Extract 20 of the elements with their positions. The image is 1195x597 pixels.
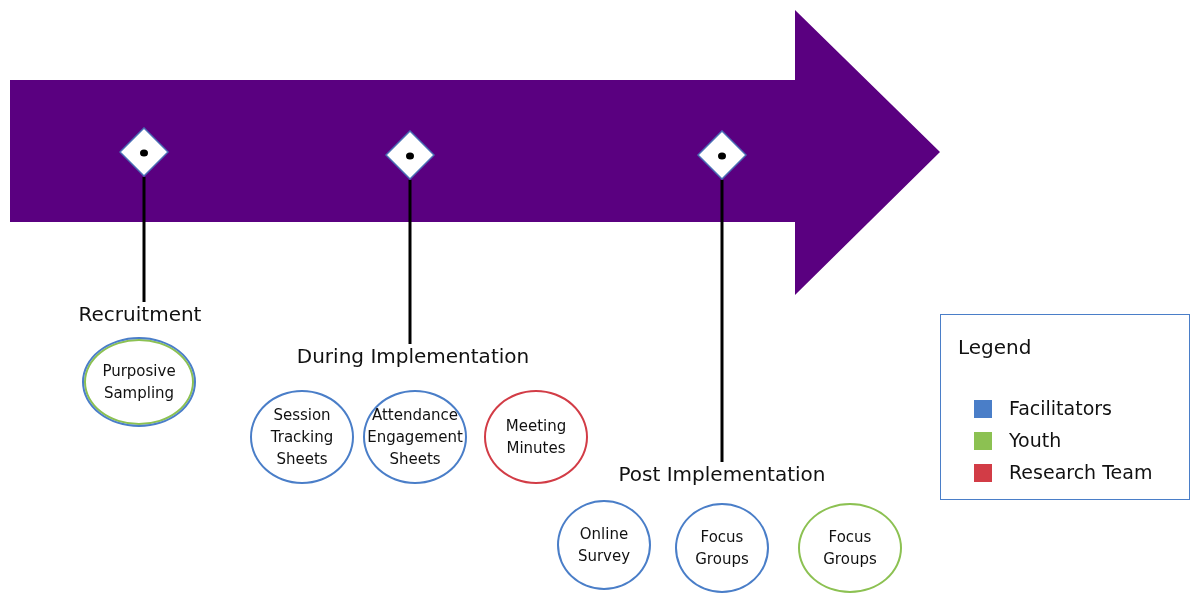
method-circle: Online Survey [557,500,651,590]
stage-label: Recruitment [78,302,202,326]
legend-label: Youth [1009,429,1062,451]
method-circle: Purposive Sampling [82,337,196,427]
method-circle: Focus Groups [675,503,769,593]
stage-label: During Implementation [296,344,530,368]
milestone-diamond [385,130,435,180]
method-circle: Attendance Engagement Sheets [363,390,467,484]
milestone-diamond [119,127,169,177]
method-circle: Meeting Minutes [484,390,588,484]
method-circle: Session Tracking Sheets [250,390,354,484]
milestone-diamond [697,130,747,180]
legend-label: Facilitators [1009,397,1112,419]
legend-label: Research Team [1009,461,1153,483]
stage-label: Post Implementation [618,462,826,486]
connector-line [142,177,146,302]
connector-line [720,180,724,462]
connector-line [408,180,412,344]
legend-title: Legend [958,335,1032,359]
method-circle: Focus Groups [798,503,902,593]
